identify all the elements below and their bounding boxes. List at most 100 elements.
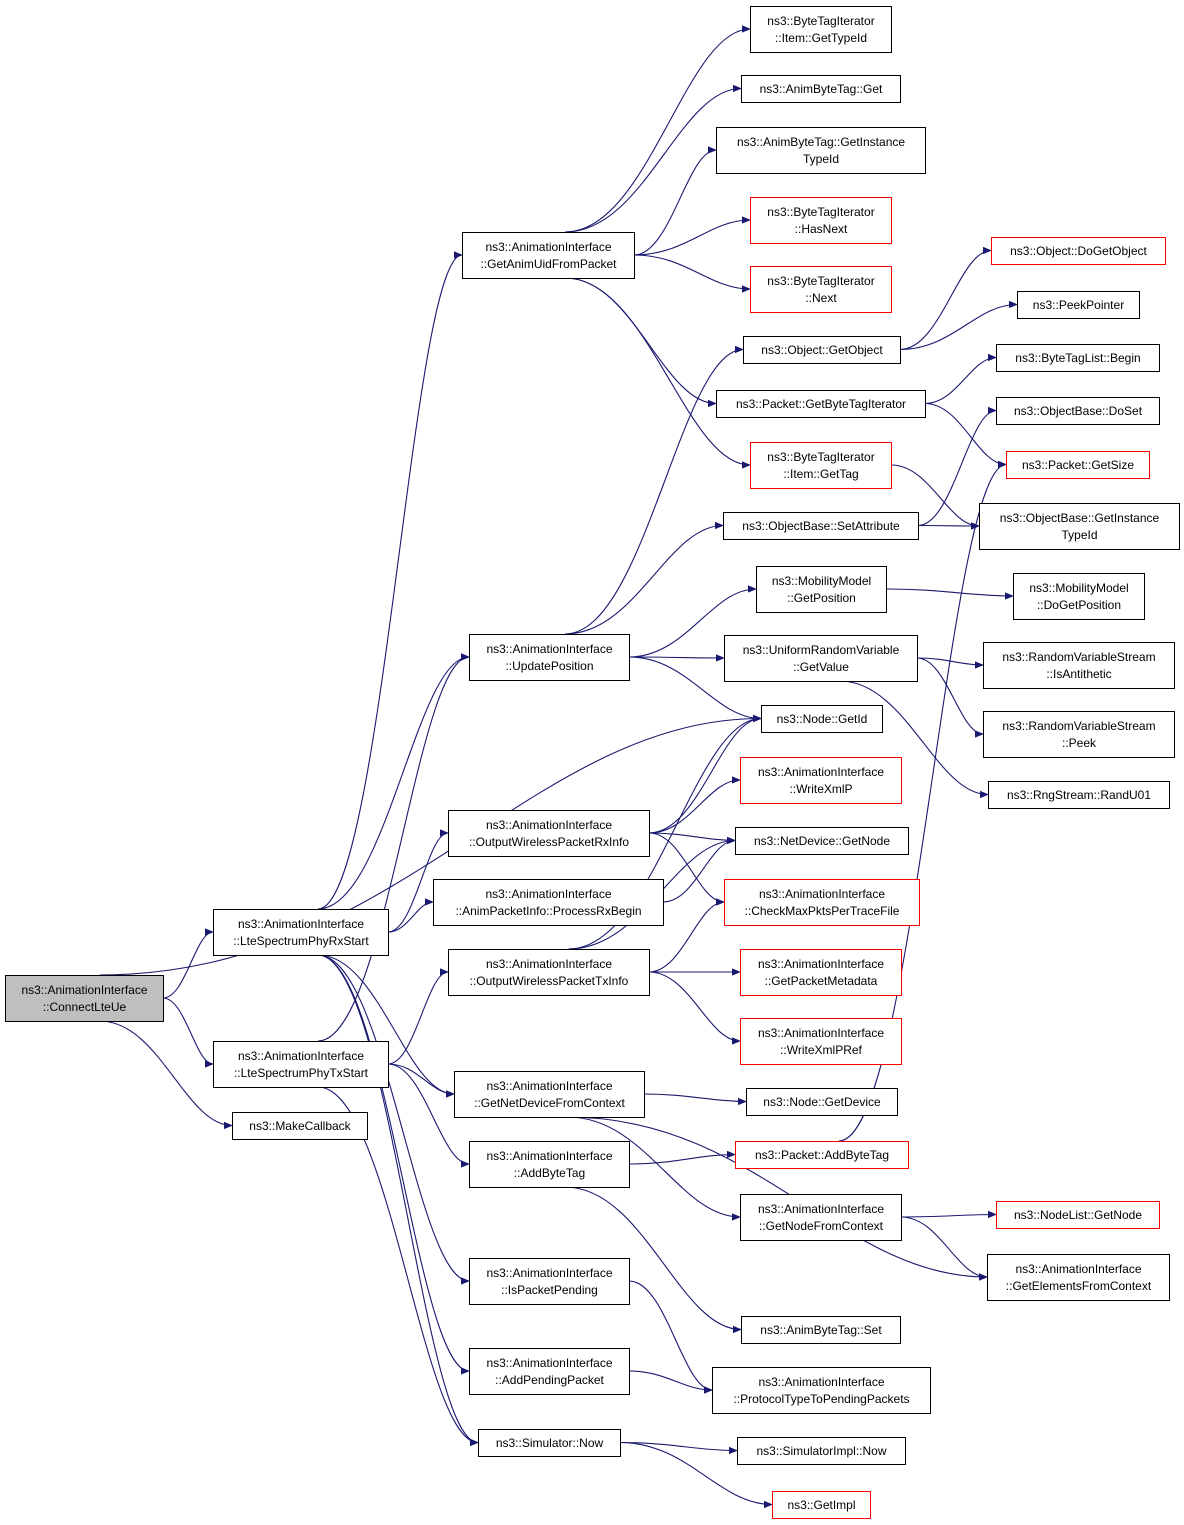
- node-box: [448, 949, 650, 996]
- node-box: [712, 1367, 931, 1414]
- node-ispending[interactable]: ns3::AnimationInterface::IsPacketPending: [469, 1258, 630, 1305]
- edge-rxstart-to-outrx: [387, 833, 449, 933]
- node-abtget[interactable]: ns3::AnimByteTag::Get: [741, 75, 901, 103]
- node-getnetdev[interactable]: ns3::AnimationInterface::GetNetDeviceFro…: [454, 1071, 645, 1118]
- node-label: ::Item::GetTag: [783, 467, 858, 481]
- edge-getanimuid-to-btiitemtag: [565, 277, 750, 465]
- node-makecb[interactable]: ns3::MakeCallback: [232, 1112, 368, 1140]
- node-outrx[interactable]: ns3::AnimationInterface::OutputWirelessP…: [448, 810, 650, 857]
- node-writexmlpref[interactable]: ns3::AnimationInterface::WriteXmlPRef: [740, 1018, 902, 1065]
- node-btiitemtag[interactable]: ns3::ByteTagIterator::Item::GetTag: [750, 442, 892, 489]
- node-getimpl[interactable]: ns3::GetImpl: [772, 1491, 871, 1519]
- node-box: [750, 197, 892, 244]
- node-mmdoget[interactable]: ns3::MobilityModel::DoGetPosition: [1013, 573, 1145, 620]
- node-objgetobj[interactable]: ns3::Object::GetObject: [743, 336, 901, 364]
- edge-updpos-to-objgetobj: [564, 350, 743, 635]
- node-txstart[interactable]: ns3::AnimationInterface::LteSpectrumPhyT…: [213, 1041, 389, 1088]
- node-label: ns3::MobilityModel: [772, 574, 871, 588]
- node-label: ns3::SimulatorImpl::Now: [756, 1444, 886, 1458]
- node-box: [1017, 291, 1140, 319]
- node-simimplnow[interactable]: ns3::SimulatorImpl::Now: [737, 1437, 906, 1465]
- edge-getnodefromctx-to-nlgetnode: [900, 1215, 996, 1218]
- node-btihasnext[interactable]: ns3::ByteTagIterator::HasNext: [750, 197, 892, 244]
- edge-outrx-to-checkmax: [648, 832, 725, 902]
- node-btiitemtype[interactable]: ns3::ByteTagIterator::Item::GetTypeId: [750, 6, 892, 53]
- node-objdoget[interactable]: ns3::Object::DoGetObject: [991, 237, 1166, 265]
- node-obsetattr[interactable]: ns3::ObjectBase::SetAttribute: [723, 512, 919, 540]
- node-label: ::LteSpectrumPhyRxStart: [233, 934, 369, 948]
- node-pktgetbti[interactable]: ns3::Packet::GetByteTagIterator: [716, 390, 926, 418]
- node-label: ns3::MakeCallback: [249, 1119, 351, 1133]
- node-box: [983, 711, 1175, 758]
- node-box: [478, 1429, 621, 1457]
- node-simnow[interactable]: ns3::Simulator::Now: [478, 1429, 621, 1457]
- node-box: [724, 879, 920, 926]
- node-abtset[interactable]: ns3::AnimByteTag::Set: [741, 1316, 901, 1344]
- node-box: [716, 127, 926, 174]
- node-procrx[interactable]: ns3::AnimationInterface::AnimPacketInfo:…: [433, 879, 664, 926]
- node-rvsanti[interactable]: ns3::RandomVariableStream::IsAntithetic: [983, 642, 1175, 689]
- node-mmgetpos[interactable]: ns3::MobilityModel::GetPosition: [756, 566, 887, 613]
- node-box: [987, 1254, 1170, 1301]
- node-addbytetag_ai[interactable]: ns3::AnimationInterface::AddByteTag: [469, 1141, 630, 1188]
- node-rvspeek[interactable]: ns3::RandomVariableStream::Peek: [983, 711, 1175, 758]
- node-proto[interactable]: ns3::AnimationInterface::ProtocolTypeToP…: [712, 1367, 931, 1414]
- node-writexmlp[interactable]: ns3::AnimationInterface::WriteXmlP: [740, 757, 902, 804]
- node-addpending[interactable]: ns3::AnimationInterface::AddPendingPacke…: [469, 1348, 630, 1395]
- node-label: ns3::AnimationInterface: [485, 887, 611, 901]
- node-btinext[interactable]: ns3::ByteTagIterator::Next: [750, 266, 892, 313]
- node-label: ::GetValue: [793, 660, 849, 674]
- node-box: [448, 810, 650, 857]
- node-label: ::AddByteTag: [514, 1166, 585, 1180]
- edge-rxstart-to-procrx: [387, 902, 434, 933]
- node-label: ns3::AnimationInterface: [486, 642, 612, 656]
- edge-addbytetag_ai-to-pktaddbt: [628, 1155, 735, 1165]
- node-box: [469, 1258, 630, 1305]
- node-urvgetval[interactable]: ns3::UniformRandomVariable::GetValue: [724, 635, 918, 682]
- node-pktaddbt[interactable]: ns3::Packet::AddByteTag: [735, 1141, 909, 1169]
- node-rxstart[interactable]: ns3::AnimationInterface::LteSpectrumPhyR…: [213, 909, 389, 956]
- node-rngrand[interactable]: ns3::RngStream::RandU01: [988, 781, 1170, 809]
- node-box: [740, 757, 902, 804]
- node-checkmax[interactable]: ns3::AnimationInterface::CheckMaxPktsPer…: [724, 879, 920, 926]
- node-nlgetnode[interactable]: ns3::NodeList::GetNode: [996, 1201, 1160, 1229]
- node-label: ns3::AnimationInterface: [486, 1356, 612, 1370]
- node-label: ns3::AnimationInterface: [758, 1375, 884, 1389]
- node-label: ::WriteXmlPRef: [780, 1043, 862, 1057]
- node-label: ns3::Object::GetObject: [761, 343, 883, 357]
- node-obdoset[interactable]: ns3::ObjectBase::DoSet: [996, 397, 1160, 425]
- node-outtx[interactable]: ns3::AnimationInterface::OutputWirelessP…: [448, 949, 650, 996]
- nodes-layer: ns3::AnimationInterface::ConnectLteUens3…: [5, 6, 1180, 1519]
- node-connect[interactable]: ns3::AnimationInterface::ConnectLteUe: [5, 975, 164, 1022]
- node-label: ns3::ByteTagIterator: [767, 205, 874, 219]
- node-box: [469, 1348, 630, 1395]
- node-label: ns3::ObjectBase::GetInstance: [1000, 511, 1160, 525]
- node-getelems[interactable]: ns3::AnimationInterface::GetElementsFrom…: [987, 1254, 1170, 1301]
- edge-urvgetval-to-rngrand: [839, 680, 988, 795]
- node-getnodefromctx[interactable]: ns3::AnimationInterface::GetNodeFromCont…: [740, 1194, 902, 1241]
- node-ndgetnode[interactable]: ns3::NetDevice::GetNode: [735, 827, 909, 855]
- edge-connect-to-rxstart: [162, 932, 214, 999]
- node-getanimuid[interactable]: ns3::AnimationInterface::GetAnimUidFromP…: [462, 232, 635, 279]
- node-box: [735, 827, 909, 855]
- node-box: [983, 642, 1175, 689]
- node-pktgetsize[interactable]: ns3::Packet::GetSize: [1006, 451, 1150, 479]
- node-getpktmeta[interactable]: ns3::AnimationInterface::GetPacketMetada…: [740, 949, 902, 996]
- edge-getanimuid-to-btiitemtype: [565, 29, 750, 233]
- node-box: [761, 705, 883, 733]
- node-label: ns3::NetDevice::GetNode: [754, 834, 890, 848]
- node-box: [740, 1194, 902, 1241]
- node-peekptr[interactable]: ns3::PeekPointer: [1017, 291, 1140, 319]
- node-nodegetdev[interactable]: ns3::Node::GetDevice: [746, 1088, 898, 1116]
- node-nodegetid[interactable]: ns3::Node::GetId: [761, 705, 883, 733]
- node-box: [724, 635, 918, 682]
- node-label: ::GetPacketMetadata: [765, 974, 878, 988]
- node-box: [979, 503, 1180, 550]
- edge-rxstart-to-updpos: [317, 657, 469, 910]
- node-btlbegin[interactable]: ns3::ByteTagList::Begin: [996, 344, 1160, 372]
- edge-rxstart-to-addpending: [317, 954, 469, 1371]
- node-updpos[interactable]: ns3::AnimationInterface::UpdatePosition: [469, 634, 630, 681]
